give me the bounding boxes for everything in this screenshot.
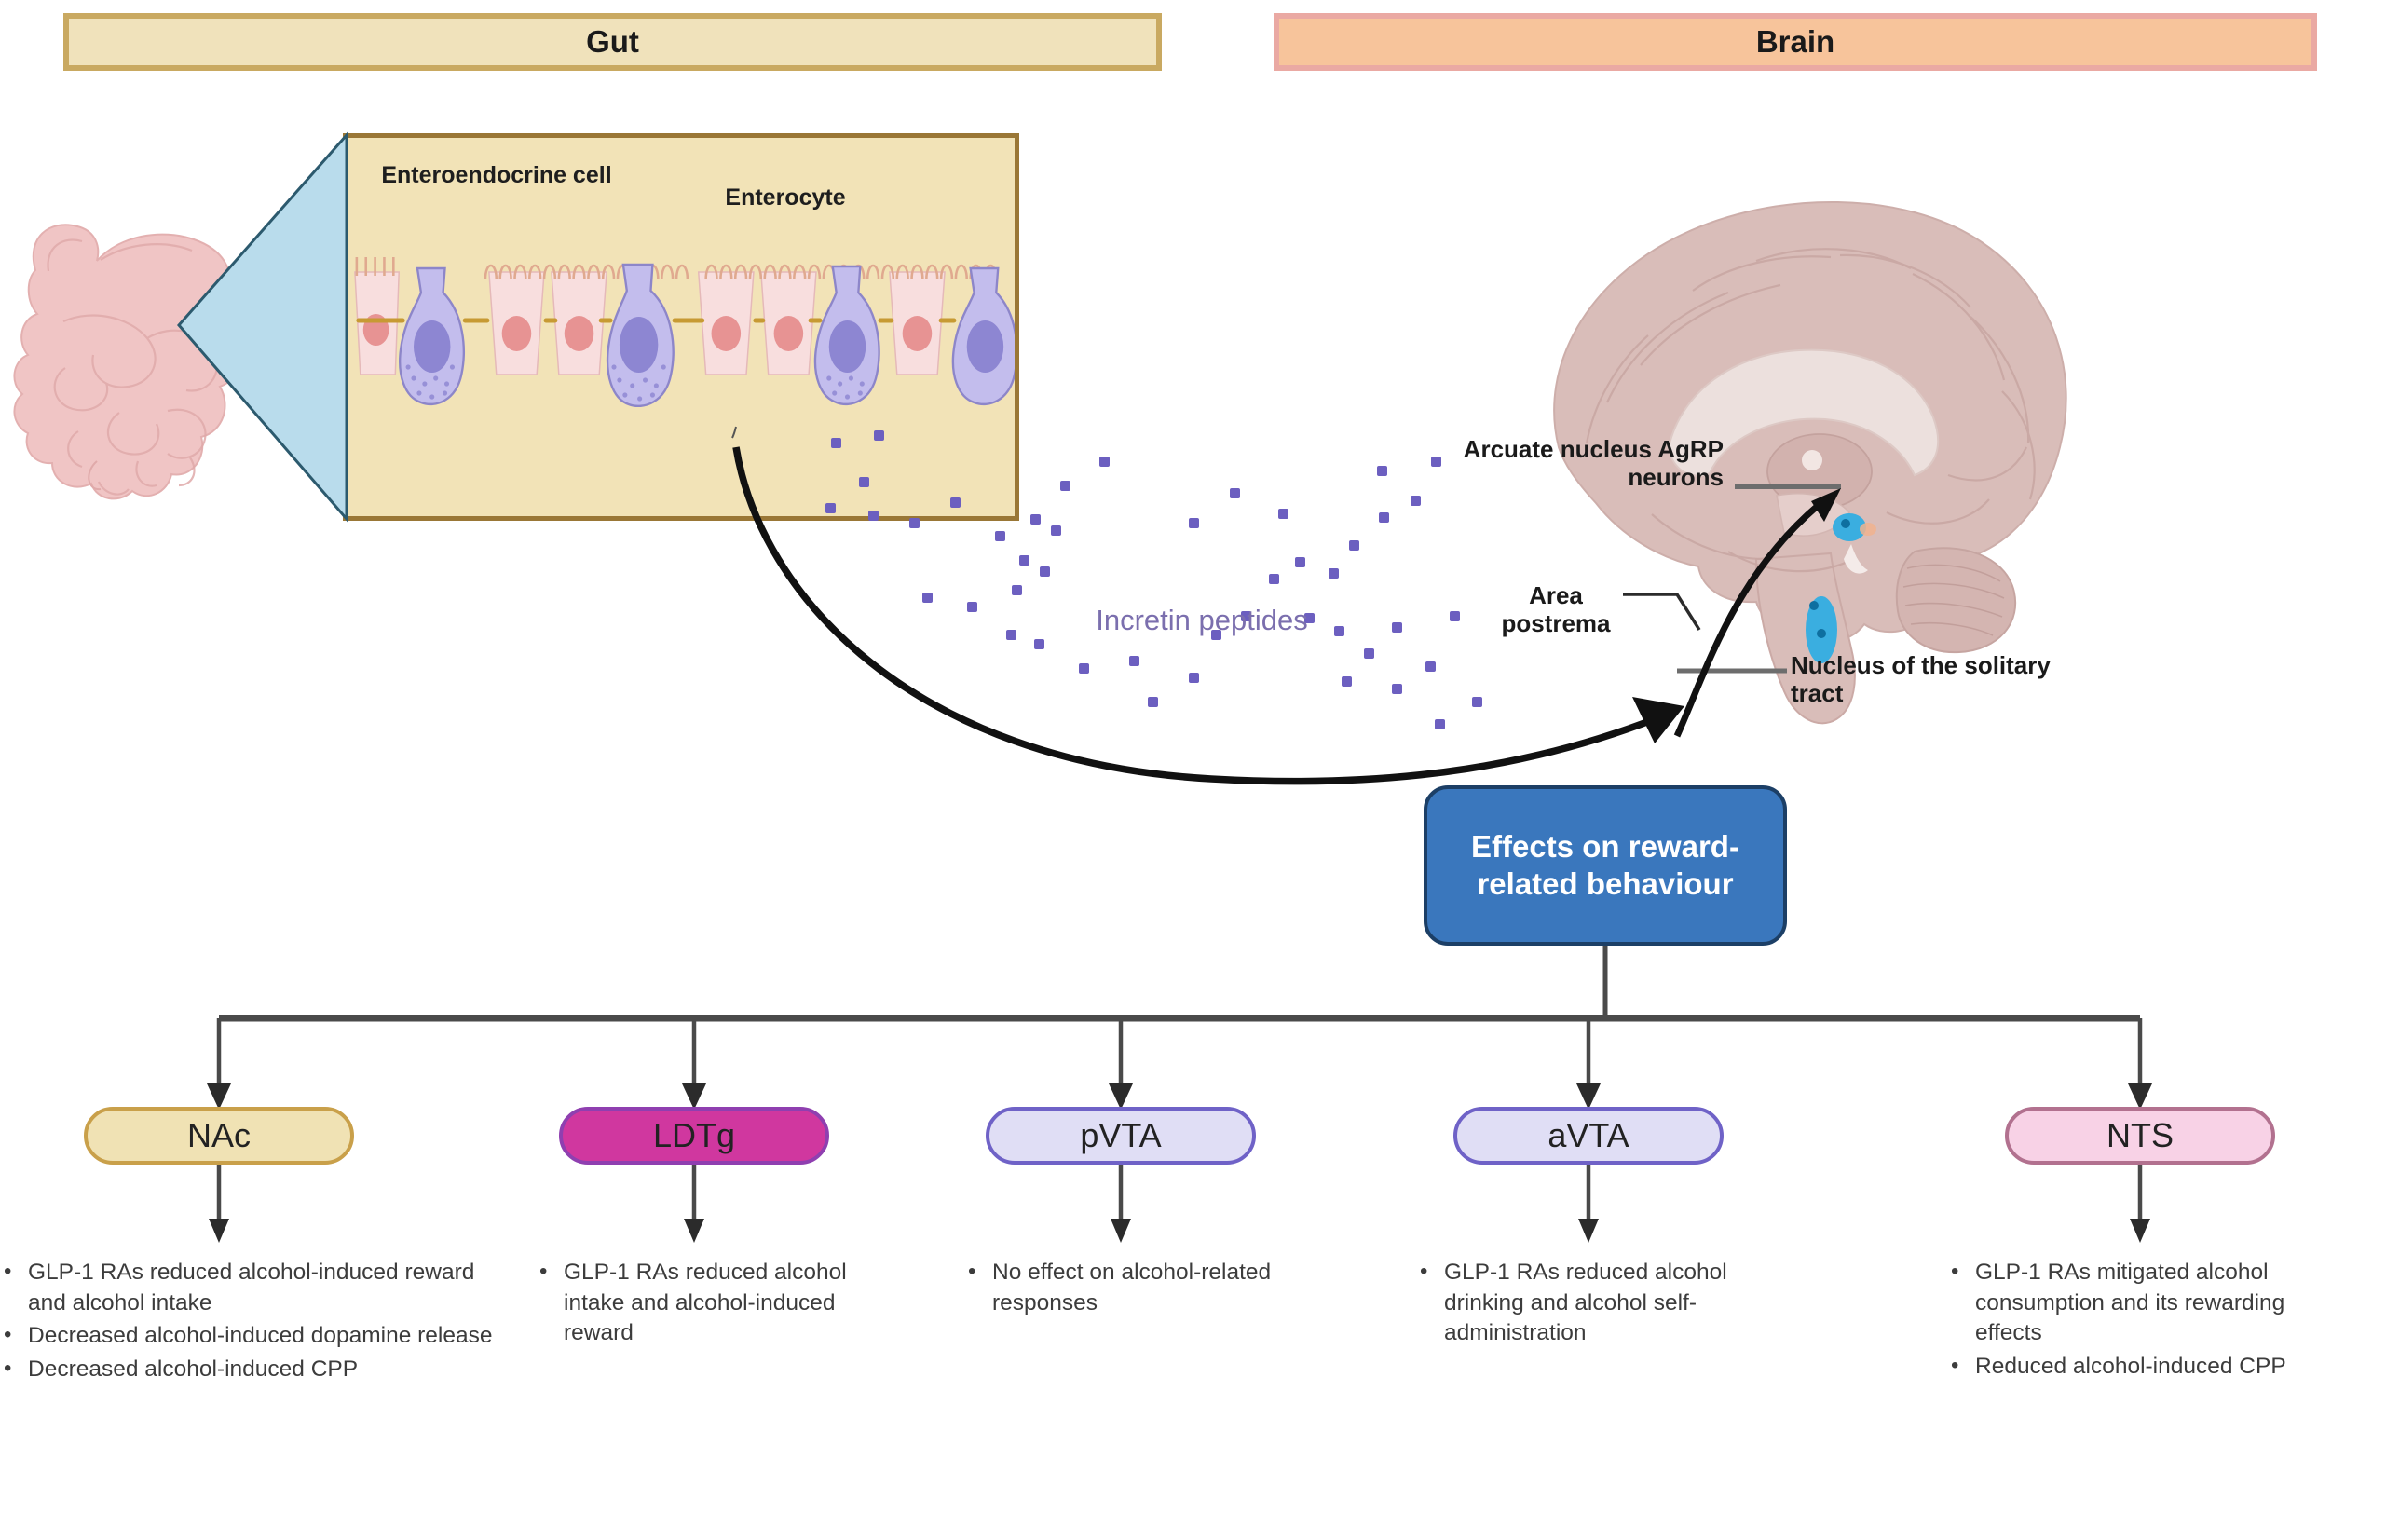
finding-item: GLP-1 RAs reduced alcohol-induced reward… (4, 1257, 503, 1318)
gut-epithelium-inset: Enteroendocrine cell Enterocyte (343, 133, 1019, 521)
incretin-peptides-label: Incretin peptides (1096, 604, 1308, 636)
arcuate-nucleus-label: Arcuate nucleus AgRP neurons (1463, 435, 1724, 491)
finding-item: GLP-1 RAs reduced alcohol intake and alc… (539, 1257, 908, 1349)
finding-item: Decreased alcohol-induced dopamine relea… (4, 1320, 503, 1352)
incretin-peptide-dots (825, 430, 1482, 729)
region-pill-label: aVTA (1547, 1116, 1629, 1154)
finding-item: GLP-1 RAs reduced alcohol drinking and a… (1420, 1257, 1807, 1349)
magnifier-wedge (177, 131, 348, 524)
region-pill-label: pVTA (1080, 1116, 1162, 1154)
finding-item: GLP-1 RAs mitigated alcohol consumption … (1951, 1257, 2320, 1349)
arcuate-nucleus-marker (1833, 513, 1866, 541)
region-findings-ldtg: GLP-1 RAs reduced alcohol intake and alc… (536, 1257, 908, 1352)
effects-box-label: Effects on reward-related behaviour (1471, 829, 1739, 901)
region-pill-label: NTS (2106, 1116, 2174, 1154)
effects-on-reward-behaviour-box: Effects on reward-related behaviour (1424, 785, 1787, 946)
brain-banner-label: Brain (1755, 24, 1835, 59)
pill-to-findings-arrows (209, 1165, 2150, 1243)
area-postrema-label: Area postrema (1501, 581, 1611, 637)
finding-item: Decreased alcohol-induced CPP (4, 1354, 503, 1385)
region-findings-nts: GLP-1 RAs mitigated alcohol consumption … (1947, 1257, 2320, 1384)
epithelium-cells (354, 257, 1015, 408)
gut-panel-banner: Gut (63, 13, 1162, 71)
nucleus-solitary-tract-label: Nucleus of the solitary tract (1791, 651, 2051, 707)
region-pill-pvta[interactable]: pVTA (986, 1107, 1256, 1165)
region-pill-ldtg[interactable]: LDTg (559, 1107, 829, 1165)
enteroendocrine-cell-label: Enteroendocrine cell (381, 162, 612, 188)
region-pill-label: LDTg (652, 1116, 736, 1154)
region-findings-nac: GLP-1 RAs reduced alcohol-induced reward… (0, 1257, 503, 1387)
enterocyte-label: Enterocyte (725, 184, 846, 211)
region-pill-nac[interactable]: NAc (84, 1107, 354, 1165)
region-findings-avta: GLP-1 RAs reduced alcohol drinking and a… (1416, 1257, 1807, 1352)
region-findings-pvta: No effect on alcohol-related responses (964, 1257, 1356, 1321)
distribution-connectors (207, 946, 2152, 1110)
finding-item: Reduced alcohol-induced CPP (1951, 1351, 2320, 1383)
gut-banner-label: Gut (586, 24, 639, 59)
region-pill-label: NAc (186, 1116, 251, 1154)
finding-item: No effect on alcohol-related responses (968, 1257, 1356, 1318)
region-pill-avta[interactable]: aVTA (1453, 1107, 1724, 1165)
brain-panel-banner: Brain (1274, 13, 2317, 71)
region-pill-nts[interactable]: NTS (2005, 1107, 2275, 1165)
